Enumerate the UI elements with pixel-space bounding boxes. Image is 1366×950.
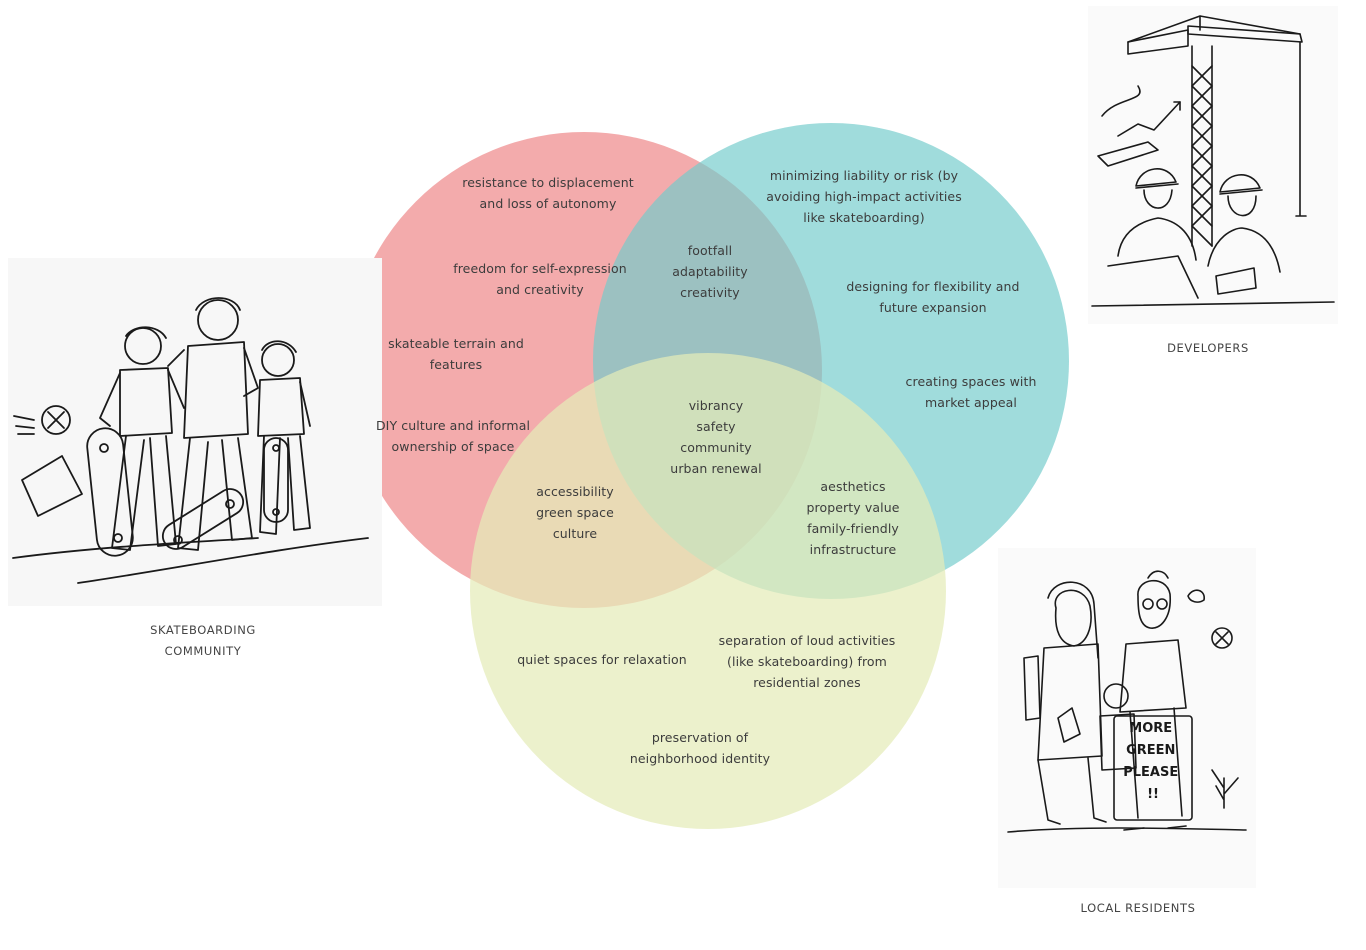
skaters-sketch-icon	[8, 258, 382, 606]
res-label-quiet: quiet spaces for relaxation	[517, 652, 687, 667]
skateboarding-caption: SKATEBOARDING COMMUNITY	[150, 623, 256, 658]
dev-res-overlap-label: aesthetics property value family-friendl…	[806, 479, 900, 557]
construction-workers-sketch-icon	[1088, 6, 1338, 324]
skate-label-displacement: resistance to displacement and loss of a…	[462, 175, 634, 211]
residents-circle	[470, 353, 946, 829]
developers-caption: DEVELOPERS	[1167, 341, 1249, 355]
sign-text: MORE GREEN PLEASE !!	[1123, 721, 1183, 802]
all-three-overlap-label: vibrancy safety community urban renewal	[670, 398, 762, 476]
residents-caption: LOCAL RESIDENTS	[1080, 901, 1196, 915]
skate-label-self-expression: freedom for self-expression and creativi…	[453, 261, 627, 297]
residents-protest-sketch-icon: MORE GREEN PLEASE !!	[998, 548, 1256, 888]
dev-label-market: creating spaces with market appeal	[905, 374, 1037, 410]
dev-label-flexibility: designing for flexibility and future exp…	[846, 279, 1020, 315]
res-label-separation: separation of loud activities (like skat…	[718, 633, 896, 690]
skate-label-terrain: skateable terrain and features	[388, 336, 524, 372]
dev-label-liability: minimizing liability or risk (by avoidin…	[766, 168, 962, 225]
res-label-identity: preservation of neighborhood identity	[629, 730, 771, 766]
skate-label-diy: DIY culture and informal ownership of sp…	[375, 418, 531, 454]
skate-dev-overlap-label: footfall adaptability creativity	[672, 243, 748, 300]
skate-res-overlap-label: accessibility green space culture	[536, 484, 614, 541]
